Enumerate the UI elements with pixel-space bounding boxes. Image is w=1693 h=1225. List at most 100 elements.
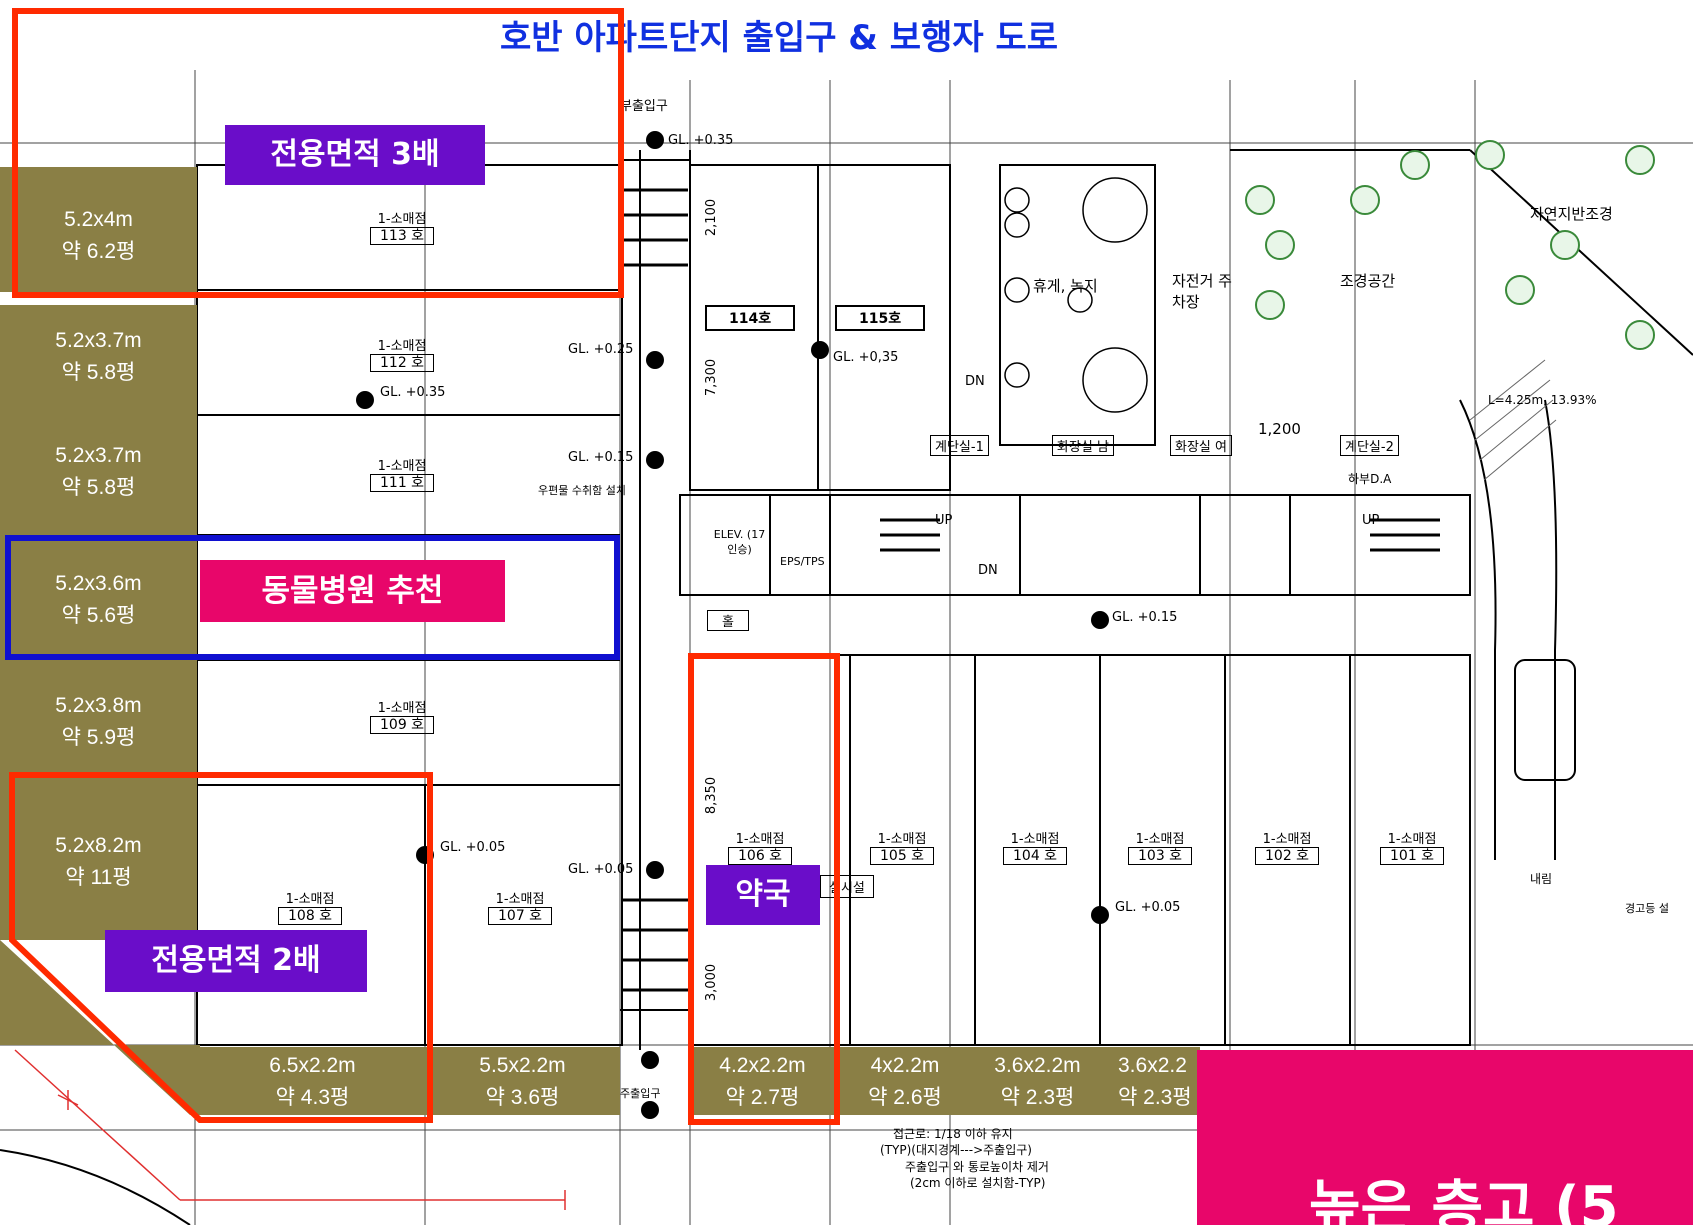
up-label: UP [1362, 513, 1380, 528]
unit-113-type: 1-소매점 [377, 212, 427, 227]
access-note-2: (TYP)(대지경계--->주출입구) [880, 1143, 1032, 1157]
gl-label: GL. +0.05 [440, 840, 506, 855]
unit-109-type: 1-소매점 [377, 701, 427, 716]
left-cell-4-size: 5.2x3.6m [55, 572, 142, 595]
unit-106-number: 106 호 [728, 847, 793, 865]
gl-label: GL. +0.15 [568, 450, 634, 465]
access-note-3: 주출입구 와 통로높이차 제거 [905, 1160, 1049, 1174]
eps-label: EPS/TPS [780, 555, 825, 568]
stair-1-label: 계단실-1 [930, 435, 989, 456]
unit-104: 1-소매점 104 호 [1003, 828, 1068, 865]
gl-label: GL. +0,35 [833, 350, 899, 365]
bottom-cell-4-size: 4x2.2m [870, 1054, 940, 1077]
dimension-label: 1,200 [1258, 420, 1301, 438]
gl-label: GL. +0.25 [568, 342, 634, 357]
unit-105-number: 105 호 [870, 847, 935, 865]
bottom-cell-5: 3.6x2.2m 약 2.3평 [975, 1047, 1100, 1115]
bottom-cell-6: 3.6x2.2 약 2.3평 [1100, 1047, 1200, 1115]
bike-parking-label: 자전거 주차장 [1172, 272, 1232, 311]
unit-104-type: 1-소매점 [1010, 832, 1060, 847]
unit-106: 1-소매점 106 호 [728, 828, 793, 865]
natural-landscape-label: 자연지반조경 [1530, 205, 1613, 223]
unit-107: 1-소매점 107 호 [488, 888, 553, 925]
left-cell-6-size: 5.2x8.2m [55, 834, 142, 857]
bottom-cell-6-size: 3.6x2.2 [1118, 1054, 1187, 1077]
unit-101-number: 101 호 [1380, 847, 1445, 865]
gl-label: GL. +0.15 [1112, 610, 1178, 625]
left-cell-3: 5.2x3.7m 약 5.8평 [0, 420, 197, 535]
unit-112-type: 1-소매점 [377, 339, 427, 354]
inner-label: 내림 [1530, 872, 1553, 886]
left-cell-1: 5.2x4m 약 6.2평 [0, 167, 197, 292]
bottom-cell-2-area: 약 3.6평 [485, 1086, 560, 1109]
bottom-cell-2-size: 5.5x2.2m [479, 1054, 566, 1077]
left-cell-1-size: 5.2x4m [64, 208, 133, 231]
area-2x-outline [9, 772, 433, 1123]
pharmacy-tag: 약국 [706, 865, 820, 925]
bottom-cell-2: 5.5x2.2m 약 3.6평 [425, 1047, 620, 1115]
unit-102-type: 1-소매점 [1262, 832, 1312, 847]
unit-104-number: 104 호 [1003, 847, 1068, 865]
unit-112: 1-소매점 112 호 [370, 335, 435, 372]
left-cell-3-size: 5.2x3.7m [55, 444, 142, 467]
bottom-cell-1-area: 약 4.3평 [275, 1086, 350, 1109]
ramp-slope-label: L=4.25m, 13.93% [1488, 393, 1597, 407]
toilet-female-label: 화장실 여 [1170, 435, 1232, 456]
left-cell-4: 5.2x3.6m 약 5.6평 [0, 535, 197, 660]
pharmacy-frame [688, 653, 840, 1125]
dn-label: DN [978, 563, 998, 578]
access-note-1: 접근로: 1/18 이하 유지 [893, 1127, 1013, 1141]
hall-label: 홀 [707, 610, 749, 631]
left-cell-2-size: 5.2x3.7m [55, 329, 142, 352]
bottom-cell-4: 4x2.2m 약 2.6평 [835, 1047, 975, 1115]
unit-103: 1-소매점 103 호 [1128, 828, 1193, 865]
rest-area-label: 휴게, 녹지 [1033, 277, 1098, 295]
unit-109: 1-소매점 109 호 [370, 697, 435, 734]
area-3x-frame [12, 8, 624, 298]
unit-101-type: 1-소매점 [1387, 832, 1437, 847]
gl-label: GL. +0.05 [568, 862, 634, 877]
elevator-label: ELEV. (17인승) [713, 528, 766, 556]
bottom-cell-3-size: 4.2x2.2m [719, 1054, 806, 1077]
unit-109-number: 109 호 [370, 716, 435, 734]
unit-108: 1-소매점 108 호 [278, 888, 343, 925]
unit-113: 1-소매점 113 호 [370, 208, 435, 245]
unit-114-label: 114호 [705, 305, 796, 331]
left-cell-2: 5.2x3.7m 약 5.8평 [0, 305, 197, 420]
high-ceiling-text: 높은 층고 (5 [1309, 1175, 1619, 1225]
gl-label: GL. +0.35 [380, 385, 446, 400]
toilet-male-label: 화장실 남 [1052, 435, 1114, 456]
lower-da-label: 하부D.A [1348, 472, 1392, 486]
unit-105: 1-소매점 105 호 [870, 828, 935, 865]
left-cell-6-area: 약 11평 [65, 866, 132, 889]
unit-111-number: 111 호 [370, 474, 435, 492]
unit-108-number: 108 호 [278, 907, 343, 925]
area-3x-tag: 전용면적 3배 [225, 125, 485, 185]
unit-101: 1-소매점 101 호 [1380, 828, 1445, 865]
unit-107-number: 107 호 [488, 907, 553, 925]
stair-2-label: 계단실-2 [1340, 435, 1399, 456]
vet-frame [5, 535, 620, 660]
left-cell-3-area: 약 5.8평 [61, 476, 136, 499]
bottom-cell-5-area: 약 2.3평 [1000, 1086, 1075, 1109]
unit-111: 1-소매점 111 호 [370, 455, 435, 492]
unit-108-type: 1-소매점 [285, 892, 335, 907]
unit-111-type: 1-소매점 [377, 459, 427, 474]
mailbox-label: 우편물 수취함 설치 [538, 484, 626, 497]
left-cell-5-area: 약 5.9평 [61, 726, 136, 749]
bottom-cell-3: 4.2x2.2m 약 2.7평 [690, 1047, 835, 1115]
left-cell-1-area: 약 6.2평 [61, 240, 136, 263]
gl-label: GL. +0.35 [668, 133, 734, 148]
unit-107-type: 1-소매점 [495, 892, 545, 907]
unit-112-number: 112 호 [370, 354, 435, 372]
left-cell-4-area: 약 5.6평 [61, 604, 136, 627]
bottom-cell-3-area: 약 2.7평 [725, 1086, 800, 1109]
bottom-cell-1: 6.5x2.2m 약 4.3평 [200, 1047, 425, 1115]
unit-103-type: 1-소매점 [1135, 832, 1185, 847]
unit-105-type: 1-소매점 [877, 832, 927, 847]
vet-tag: 동물병원 추천 [200, 560, 505, 622]
landscape-label: 조경공간 [1340, 272, 1396, 290]
unit-102: 1-소매점 102 호 [1255, 828, 1320, 865]
unit-106-type: 1-소매점 [735, 832, 785, 847]
left-cell-5: 5.2x3.8m 약 5.9평 [0, 660, 197, 780]
